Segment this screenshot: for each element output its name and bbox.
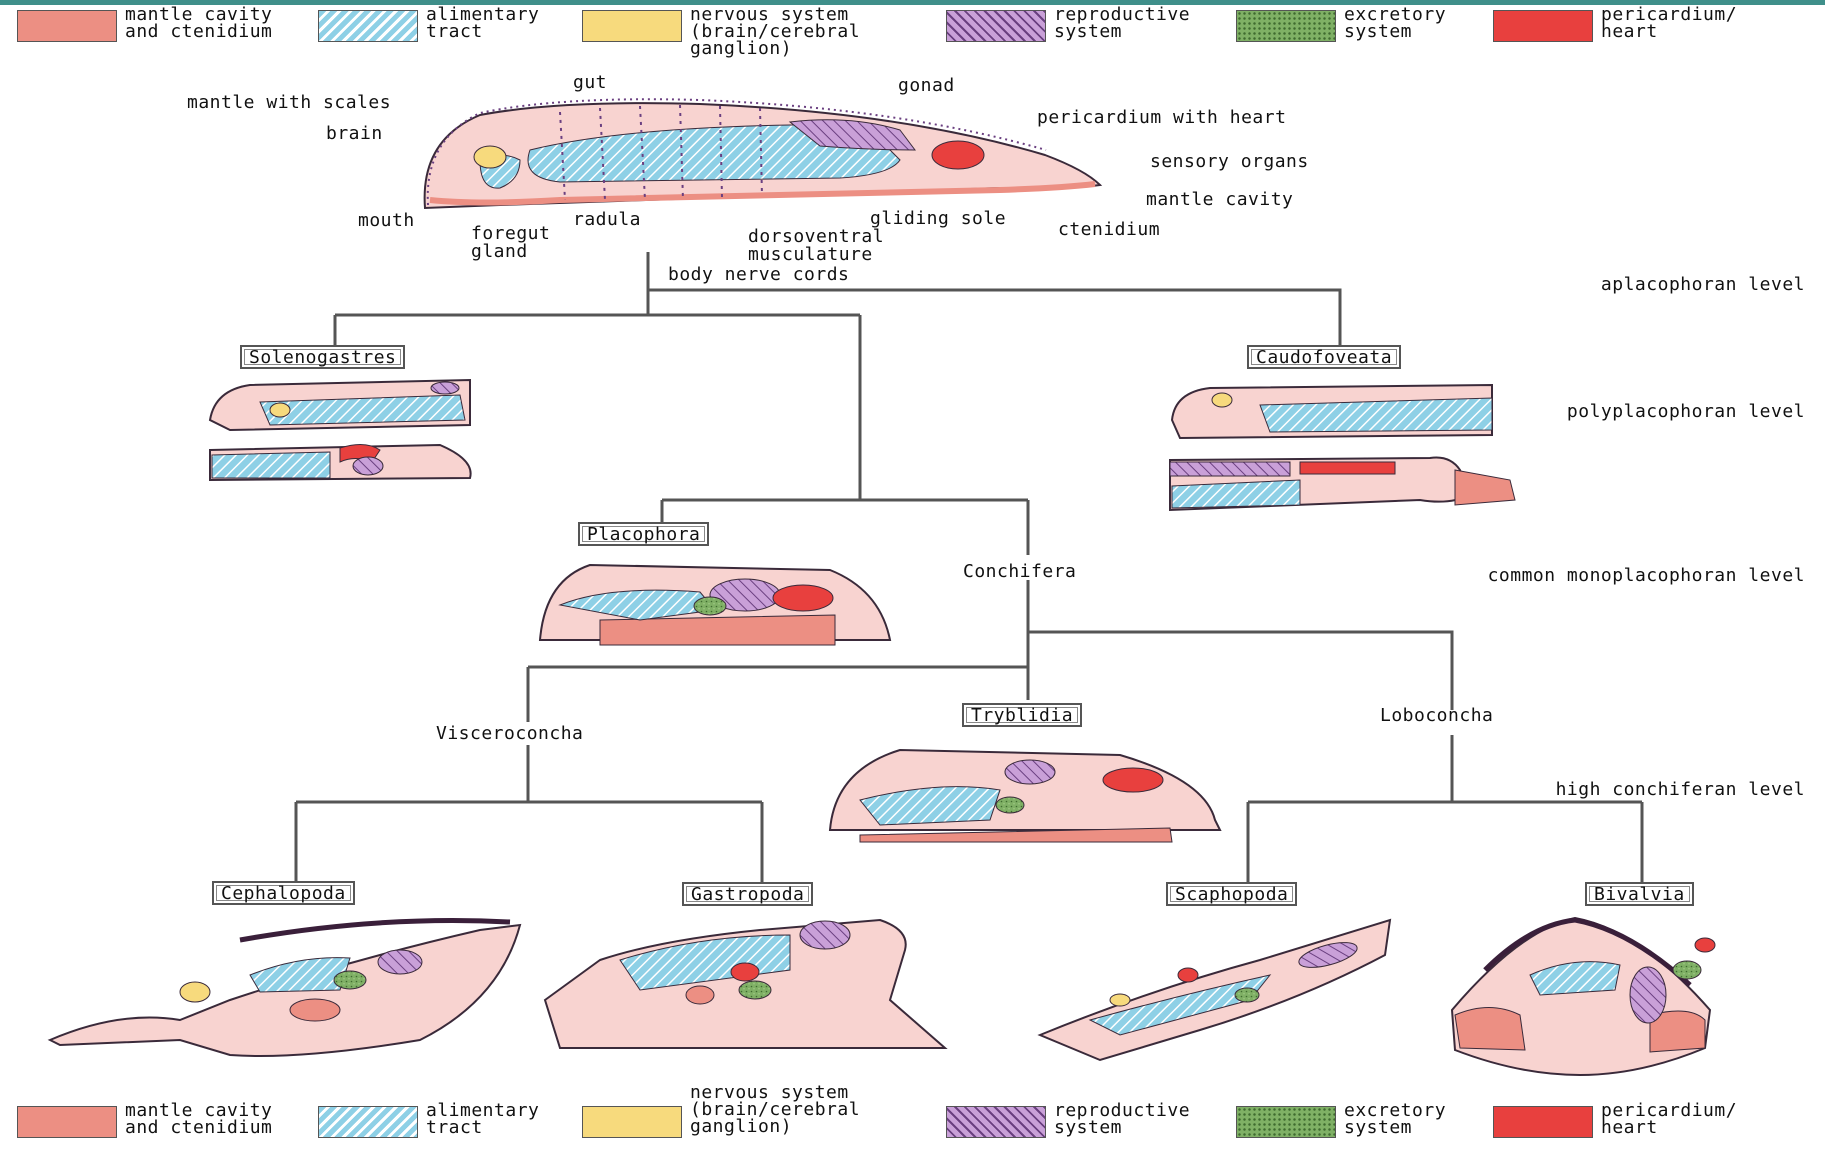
mantle-swatch-icon (17, 10, 117, 42)
level-aplacophoran: aplacophoran level (1601, 274, 1805, 295)
legend-label: pericardium/ heart (1601, 6, 1737, 40)
placophora-illustration (540, 565, 890, 645)
legend-top: mantle cavity and ctenidium alimentary t… (0, 10, 1825, 80)
label-gut: gut (573, 74, 607, 92)
level-monoplacophoran: common monoplacophoran level (1488, 565, 1805, 586)
legend-label: excretory system (1344, 1102, 1446, 1136)
reproductive-swatch-icon (946, 10, 1046, 42)
bivalvia-illustration (1452, 918, 1715, 1075)
tree-branch-loboconcha (1028, 632, 1452, 710)
level-conchiferan: high conchiferan level (1556, 779, 1805, 800)
taxon-visceroconcha: Visceroconcha (436, 725, 583, 743)
taxon-gastropoda: Gastropoda (682, 882, 813, 906)
excretory-swatch-icon (1236, 1106, 1336, 1138)
legend-label: nervous system (brain/cerebral ganglion) (690, 6, 860, 57)
alimentary-swatch-icon (318, 1106, 418, 1138)
legend-label: alimentary tract (426, 1102, 539, 1136)
legend-label: mantle cavity and ctenidium (125, 1102, 272, 1136)
legend-label: pericardium/ heart (1601, 1102, 1737, 1136)
taxon-cephalopoda: Cephalopoda (212, 881, 355, 905)
excretory-swatch-icon (1236, 10, 1336, 42)
tree-branch-tryblidia (528, 667, 1028, 722)
ancestral-mollusc-illustration (425, 99, 1100, 208)
solenogastres-illustration (210, 380, 471, 480)
gastropoda-illustration (545, 920, 945, 1048)
tree-branch-solenogastres (335, 315, 860, 345)
label-pericardium-with-heart: pericardium with heart (1037, 109, 1286, 127)
taxon-scaphopoda: Scaphopoda (1166, 882, 1297, 906)
cephalopoda-illustration (50, 920, 520, 1056)
legend-label: mantle cavity and ctenidium (125, 6, 272, 40)
tree-root-branch (648, 290, 1340, 345)
label-gliding-sole: gliding sole (870, 210, 1006, 228)
taxon-caudofoveata: Caudofoveata (1247, 345, 1401, 369)
label-mantle-with-scales: mantle with scales (187, 94, 391, 112)
label-foregut-gland: foregut gland (471, 225, 550, 261)
legend-label: reproductive system (1054, 1102, 1190, 1136)
heart-swatch-icon (1493, 1106, 1593, 1138)
legend-label: nervous system (brain/cerebral ganglion) (690, 1084, 860, 1135)
taxon-placophora: Placophora (578, 522, 709, 546)
taxon-loboconcha: Loboconcha (1380, 707, 1493, 725)
reproductive-swatch-icon (946, 1106, 1046, 1138)
label-brain: brain (326, 125, 383, 143)
label-mantle-cavity: mantle cavity (1146, 191, 1293, 209)
legend-label: reproductive system (1054, 6, 1190, 40)
taxon-conchifera: Conchifera (963, 563, 1076, 581)
tryblidia-illustration (830, 750, 1220, 842)
scaphopoda-illustration (1040, 920, 1390, 1060)
taxon-bivalvia: Bivalvia (1585, 882, 1694, 906)
heart-swatch-icon (1493, 10, 1593, 42)
level-polyplacophoran: polyplacophoran level (1567, 401, 1805, 422)
label-dorsoventral-musculature: dorsoventral musculature (748, 228, 884, 264)
legend-label: excretory system (1344, 6, 1446, 40)
nervous-swatch-icon (582, 1106, 682, 1138)
tree-branch-viscero-split (296, 802, 762, 882)
tree-branch-placophora (662, 500, 1028, 522)
taxon-solenogastres: Solenogastres (240, 345, 405, 369)
label-body-nerve-cords: body nerve cords (668, 266, 849, 284)
label-ctenidium: ctenidium (1058, 221, 1160, 239)
alimentary-swatch-icon (318, 10, 418, 42)
caudofoveata-illustration (1170, 385, 1515, 510)
tree-branch-lobo-split (1248, 735, 1642, 882)
label-radula: radula (573, 211, 641, 229)
label-gonad: gonad (898, 77, 955, 95)
label-mouth: mouth (358, 212, 415, 230)
taxon-tryblidia: Tryblidia (962, 703, 1082, 727)
nervous-swatch-icon (582, 10, 682, 42)
legend-label: alimentary tract (426, 6, 539, 40)
label-sensory-organs: sensory organs (1150, 153, 1309, 171)
mantle-swatch-icon (17, 1106, 117, 1138)
legend-bottom: mantle cavity and ctenidium alimentary t… (0, 1106, 1825, 1176)
